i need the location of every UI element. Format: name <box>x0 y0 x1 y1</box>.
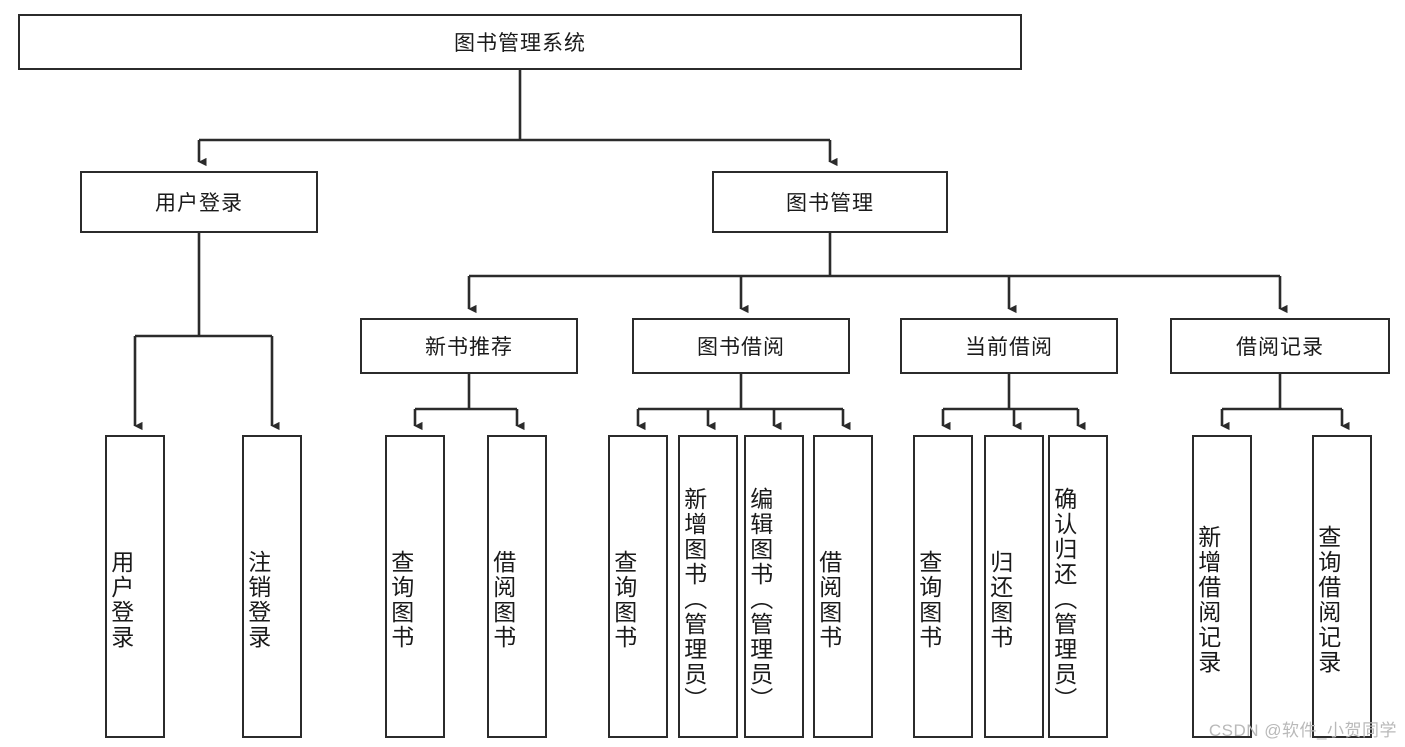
node-l6[interactable]: 新增图书（管理员） <box>678 435 738 738</box>
node-current[interactable]: 当前借阅 <box>900 318 1118 374</box>
node-l1[interactable]: 用户登录 <box>105 435 165 738</box>
node-label: 借阅记录 <box>1236 336 1324 359</box>
node-label: 图书管理系统 <box>454 32 586 55</box>
node-label: 图书管理 <box>786 192 874 215</box>
node-l12[interactable]: 新增借阅记录 <box>1192 435 1252 738</box>
node-bookmgmt[interactable]: 图书管理 <box>712 171 948 233</box>
node-l13[interactable]: 查询借阅记录 <box>1312 435 1372 738</box>
node-root[interactable]: 图书管理系统 <box>18 14 1022 70</box>
node-l8[interactable]: 借阅图书 <box>813 435 873 738</box>
node-login[interactable]: 用户登录 <box>80 171 318 233</box>
node-l11[interactable]: 确认归还（管理员） <box>1048 435 1108 738</box>
node-label: 用户登录 <box>155 192 243 215</box>
node-l7[interactable]: 编辑图书（管理员） <box>744 435 804 738</box>
node-label: 当前借阅 <box>965 336 1053 359</box>
node-label: 新书推荐 <box>425 336 513 359</box>
node-label: 编辑图书（管理员） <box>746 487 773 712</box>
node-label: 查询图书 <box>610 549 637 650</box>
node-records[interactable]: 借阅记录 <box>1170 318 1390 374</box>
node-label: 注销登录 <box>244 549 271 650</box>
node-label: 归还图书 <box>986 549 1013 650</box>
node-l3[interactable]: 查询图书 <box>385 435 445 738</box>
node-label: 用户登录 <box>107 549 134 650</box>
node-newbook[interactable]: 新书推荐 <box>360 318 578 374</box>
node-label: 查询图书 <box>915 549 942 650</box>
node-l5[interactable]: 查询图书 <box>608 435 668 738</box>
node-label: 借阅图书 <box>489 549 516 650</box>
node-l2[interactable]: 注销登录 <box>242 435 302 738</box>
node-label: 新增图书（管理员） <box>680 487 707 712</box>
node-label: 新增借阅记录 <box>1194 524 1221 675</box>
node-label: 借阅图书 <box>815 549 842 650</box>
node-borrow[interactable]: 图书借阅 <box>632 318 850 374</box>
node-label: 查询图书 <box>387 549 414 650</box>
node-label: 查询借阅记录 <box>1314 524 1341 675</box>
node-l10[interactable]: 归还图书 <box>984 435 1044 738</box>
node-label: 图书借阅 <box>697 336 785 359</box>
node-label: 确认归还（管理员） <box>1050 487 1077 712</box>
node-l9[interactable]: 查询图书 <box>913 435 973 738</box>
watermark-label: CSDN @软件_小贺同学 <box>1208 721 1397 740</box>
node-l4[interactable]: 借阅图书 <box>487 435 547 738</box>
